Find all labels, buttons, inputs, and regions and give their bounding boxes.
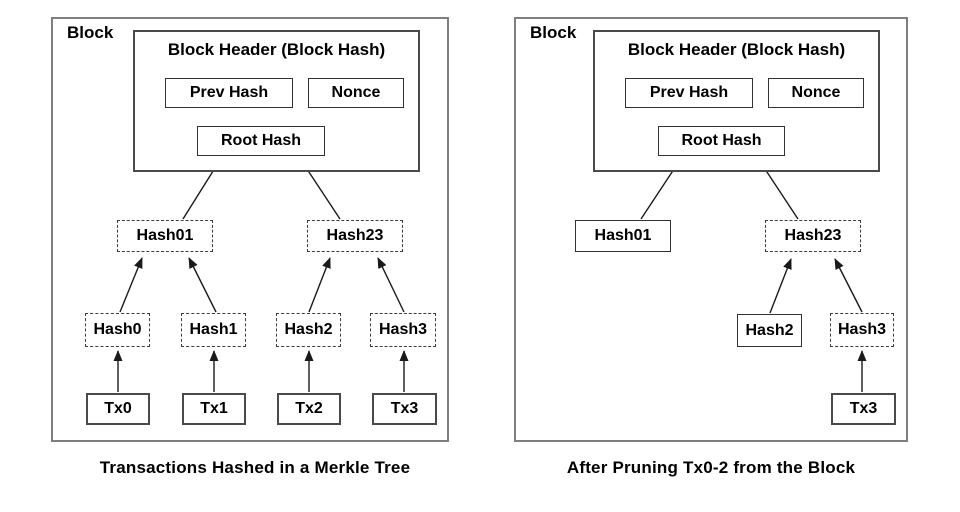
node-tx1: Tx1 [182,393,246,425]
node-hash01-right: Hash01 [575,220,671,252]
arrow-hash3-to-hash23-right [834,258,863,313]
nonce-box-right: Nonce [768,78,864,108]
node-tx3-left: Tx3 [372,393,437,425]
node-hash23-left: Hash23 [307,220,403,252]
node-hash3-left: Hash3 [370,313,436,347]
prev-hash-box-right: Prev Hash [625,78,753,108]
block-label-left: Block [67,23,114,42]
caption-left: Transactions Hashed in a Merkle Tree [99,458,411,477]
arrow-hash1-to-hash01 [188,257,217,313]
node-hash0: Hash0 [85,313,150,347]
node-tx3-right: Tx3 [831,393,896,425]
block-header-title-left: Block Header (Block Hash) [167,40,386,59]
root-hash-box-left: Root Hash [197,126,325,156]
arrow-hash0-to-hash01 [119,257,143,313]
node-hash01-left: Hash01 [117,220,213,252]
node-hash1: Hash1 [181,313,246,347]
root-hash-box-right: Root Hash [658,126,785,156]
node-tx0: Tx0 [86,393,150,425]
arrow-hash2-to-hash23-right [769,258,792,314]
block-header-title-right: Block Header (Block Hash) [627,40,846,59]
node-tx2: Tx2 [277,393,341,425]
node-hash2-right: Hash2 [737,314,802,347]
node-hash2-left: Hash2 [276,313,341,347]
caption-right: After Pruning Tx0-2 from the Block [566,458,856,477]
prev-hash-box-left: Prev Hash [165,78,293,108]
nonce-box-left: Nonce [308,78,404,108]
block-outline-left [51,17,449,442]
node-hash23-right: Hash23 [765,220,861,252]
block-label-right: Block [530,23,577,42]
block-outline-right [514,17,908,442]
arrow-hash2-to-hash23-left [308,257,331,313]
arrow-hash3-to-hash23-left [377,257,405,313]
node-hash3-right: Hash3 [830,313,894,347]
